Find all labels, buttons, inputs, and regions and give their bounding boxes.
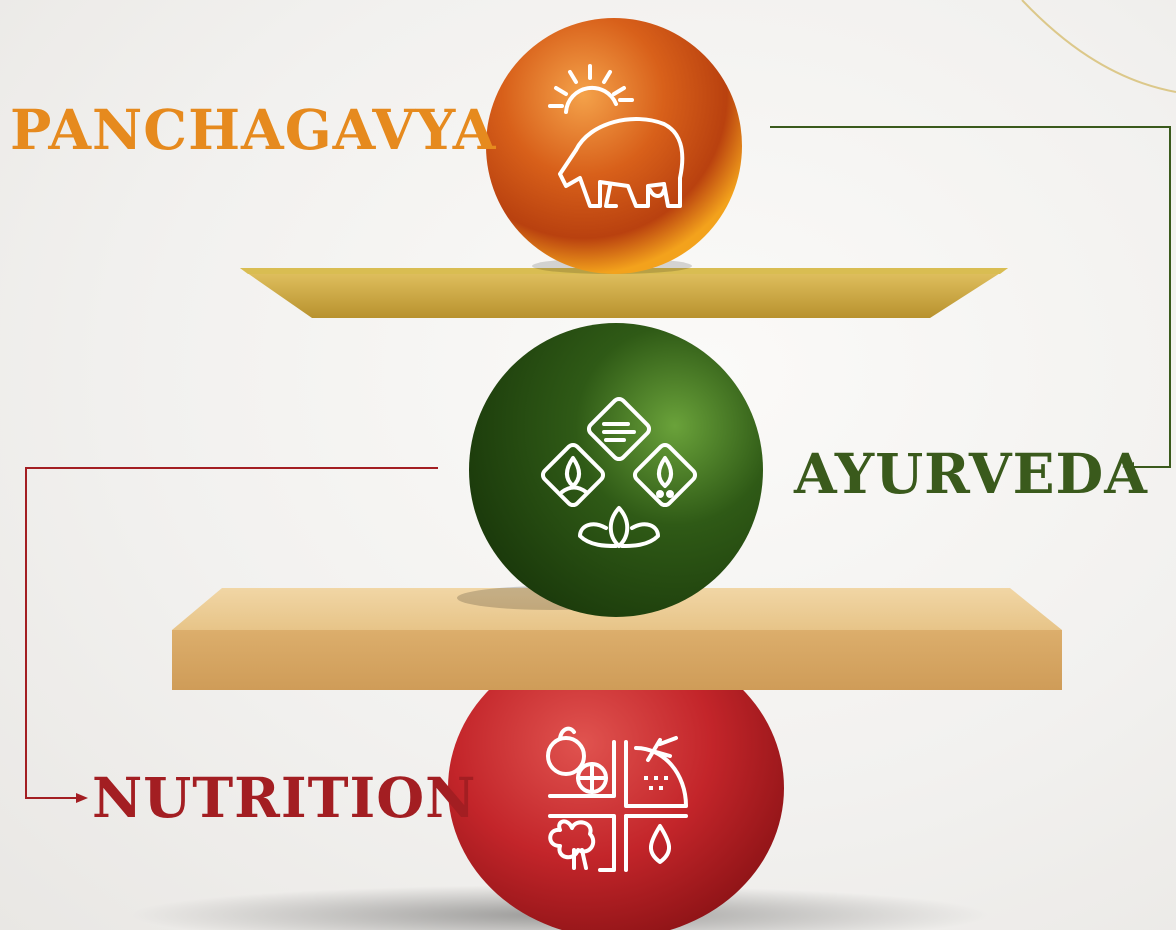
- panchagavya-sphere: [486, 18, 742, 274]
- sun-cow-icon: [548, 64, 685, 208]
- connector-ayurveda-nutrition: [25, 467, 438, 803]
- nutrition-label: NUTRITION: [92, 765, 477, 830]
- connector-panchagavya-ayurveda: [770, 126, 1171, 472]
- decorative-arc: [1021, 0, 1176, 93]
- panchagavya-label: PANCHAGAVYA: [10, 97, 497, 162]
- ayurveda-label: AYURVEDA: [794, 441, 1148, 506]
- ayurveda-sphere: [457, 323, 763, 617]
- food-groups-icon: [546, 726, 688, 872]
- upper-plank: [240, 268, 1008, 318]
- elements-lotus-icon: [540, 396, 698, 548]
